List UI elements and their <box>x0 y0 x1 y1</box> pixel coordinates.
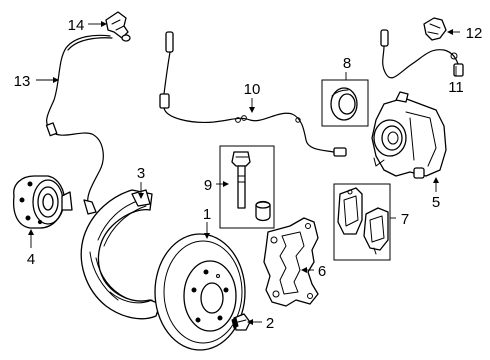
callout-14: 14 <box>68 17 85 34</box>
part-13-front-speed-sensor <box>45 34 113 215</box>
part-7-box <box>333 183 391 261</box>
callout-9: 9 <box>204 177 212 194</box>
callouts: 14 13 3 4 1 2 9 10 6 8 7 5 12 11 <box>14 17 483 332</box>
callout-13: 13 <box>14 73 31 90</box>
callout-6: 6 <box>318 263 326 280</box>
part-7-brake-pads <box>333 183 391 261</box>
part-8-piston-seal <box>321 79 369 127</box>
callout-8: 8 <box>343 55 351 72</box>
callout-11: 11 <box>448 79 464 96</box>
part-5-brake-caliper <box>371 91 447 179</box>
callout-3: 3 <box>137 165 145 182</box>
part-9-box <box>219 145 275 229</box>
part-12-sensor-clip <box>423 17 447 41</box>
part-11-rear-speed-sensor <box>380 29 464 79</box>
callout-4: 4 <box>27 251 35 268</box>
callout-5: 5 <box>432 194 440 211</box>
part-14-sensor-clip <box>105 11 131 42</box>
leader-lines <box>28 21 460 325</box>
part-8-box <box>321 79 369 127</box>
part-2-rotor-screw <box>231 313 251 331</box>
callout-10: 10 <box>244 81 261 98</box>
callout-7: 7 <box>401 211 409 228</box>
callout-1: 1 <box>203 206 211 223</box>
callout-2: 2 <box>266 315 274 332</box>
part-10-wear-sensor <box>159 31 347 157</box>
callout-12: 12 <box>466 25 483 42</box>
part-6-caliper-bracket <box>263 217 319 307</box>
part-1-brake-rotor <box>154 233 246 351</box>
part-9-guide-pin-kit <box>219 145 275 229</box>
part-4-wheel-hub <box>12 175 73 229</box>
